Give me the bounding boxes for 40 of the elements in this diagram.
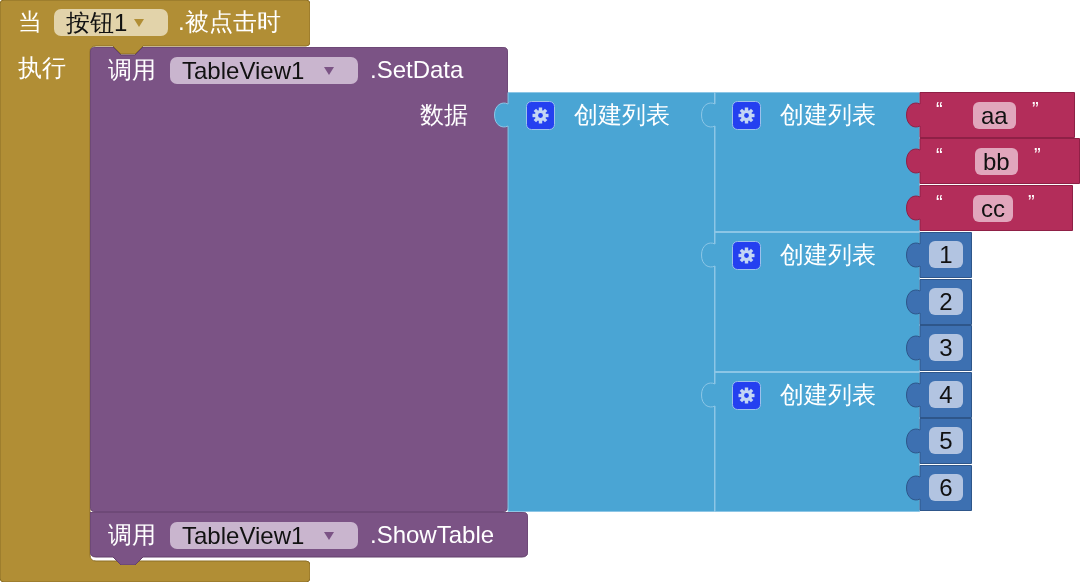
method-call-block — [90, 47, 508, 512]
list-block — [494, 92, 715, 512]
block-label: 创建列表 — [574, 101, 670, 129]
list-block — [701, 372, 920, 512]
keyword-label: 执行 — [18, 54, 66, 82]
component-dropdown: 按钮1 — [54, 9, 168, 36]
text-field: cc — [973, 195, 1013, 222]
text-block — [906, 138, 1080, 184]
quote-mark: ” — [1032, 99, 1039, 119]
event-block — [0, 0, 310, 582]
text-block — [906, 185, 1073, 231]
keyword-label: 调用 — [108, 521, 156, 549]
quote-mark: “ — [936, 192, 943, 212]
quote-mark: ” — [1028, 192, 1035, 212]
list-block — [701, 232, 920, 372]
quote-mark: “ — [936, 99, 943, 119]
text-field: aa — [973, 102, 1016, 129]
event-name-label: .被点击时 — [178, 8, 281, 36]
text-block — [906, 92, 1075, 138]
method-name-label: .ShowTable — [370, 521, 495, 549]
method-name-label: .SetData — [370, 56, 464, 84]
list-block — [701, 92, 920, 232]
number-field: 5 — [929, 427, 963, 454]
number-field: 1 — [929, 241, 963, 268]
number-field: 4 — [929, 381, 963, 408]
block-label: 创建列表 — [780, 241, 876, 269]
parameter-label: 数据 — [420, 101, 468, 129]
keyword-label: 调用 — [108, 56, 156, 84]
number-field: 6 — [929, 474, 963, 501]
keyword-label: 当 — [18, 8, 42, 36]
quote-mark: “ — [936, 145, 943, 165]
number-field: 3 — [929, 334, 963, 361]
component-dropdown: TableView1 — [170, 522, 358, 549]
quote-mark: ” — [1034, 145, 1041, 165]
block-label: 创建列表 — [780, 381, 876, 409]
method-call-block — [90, 512, 528, 565]
text-field: bb — [975, 148, 1018, 175]
number-field: 2 — [929, 288, 963, 315]
block-label: 创建列表 — [780, 101, 876, 129]
component-dropdown: TableView1 — [170, 57, 358, 84]
